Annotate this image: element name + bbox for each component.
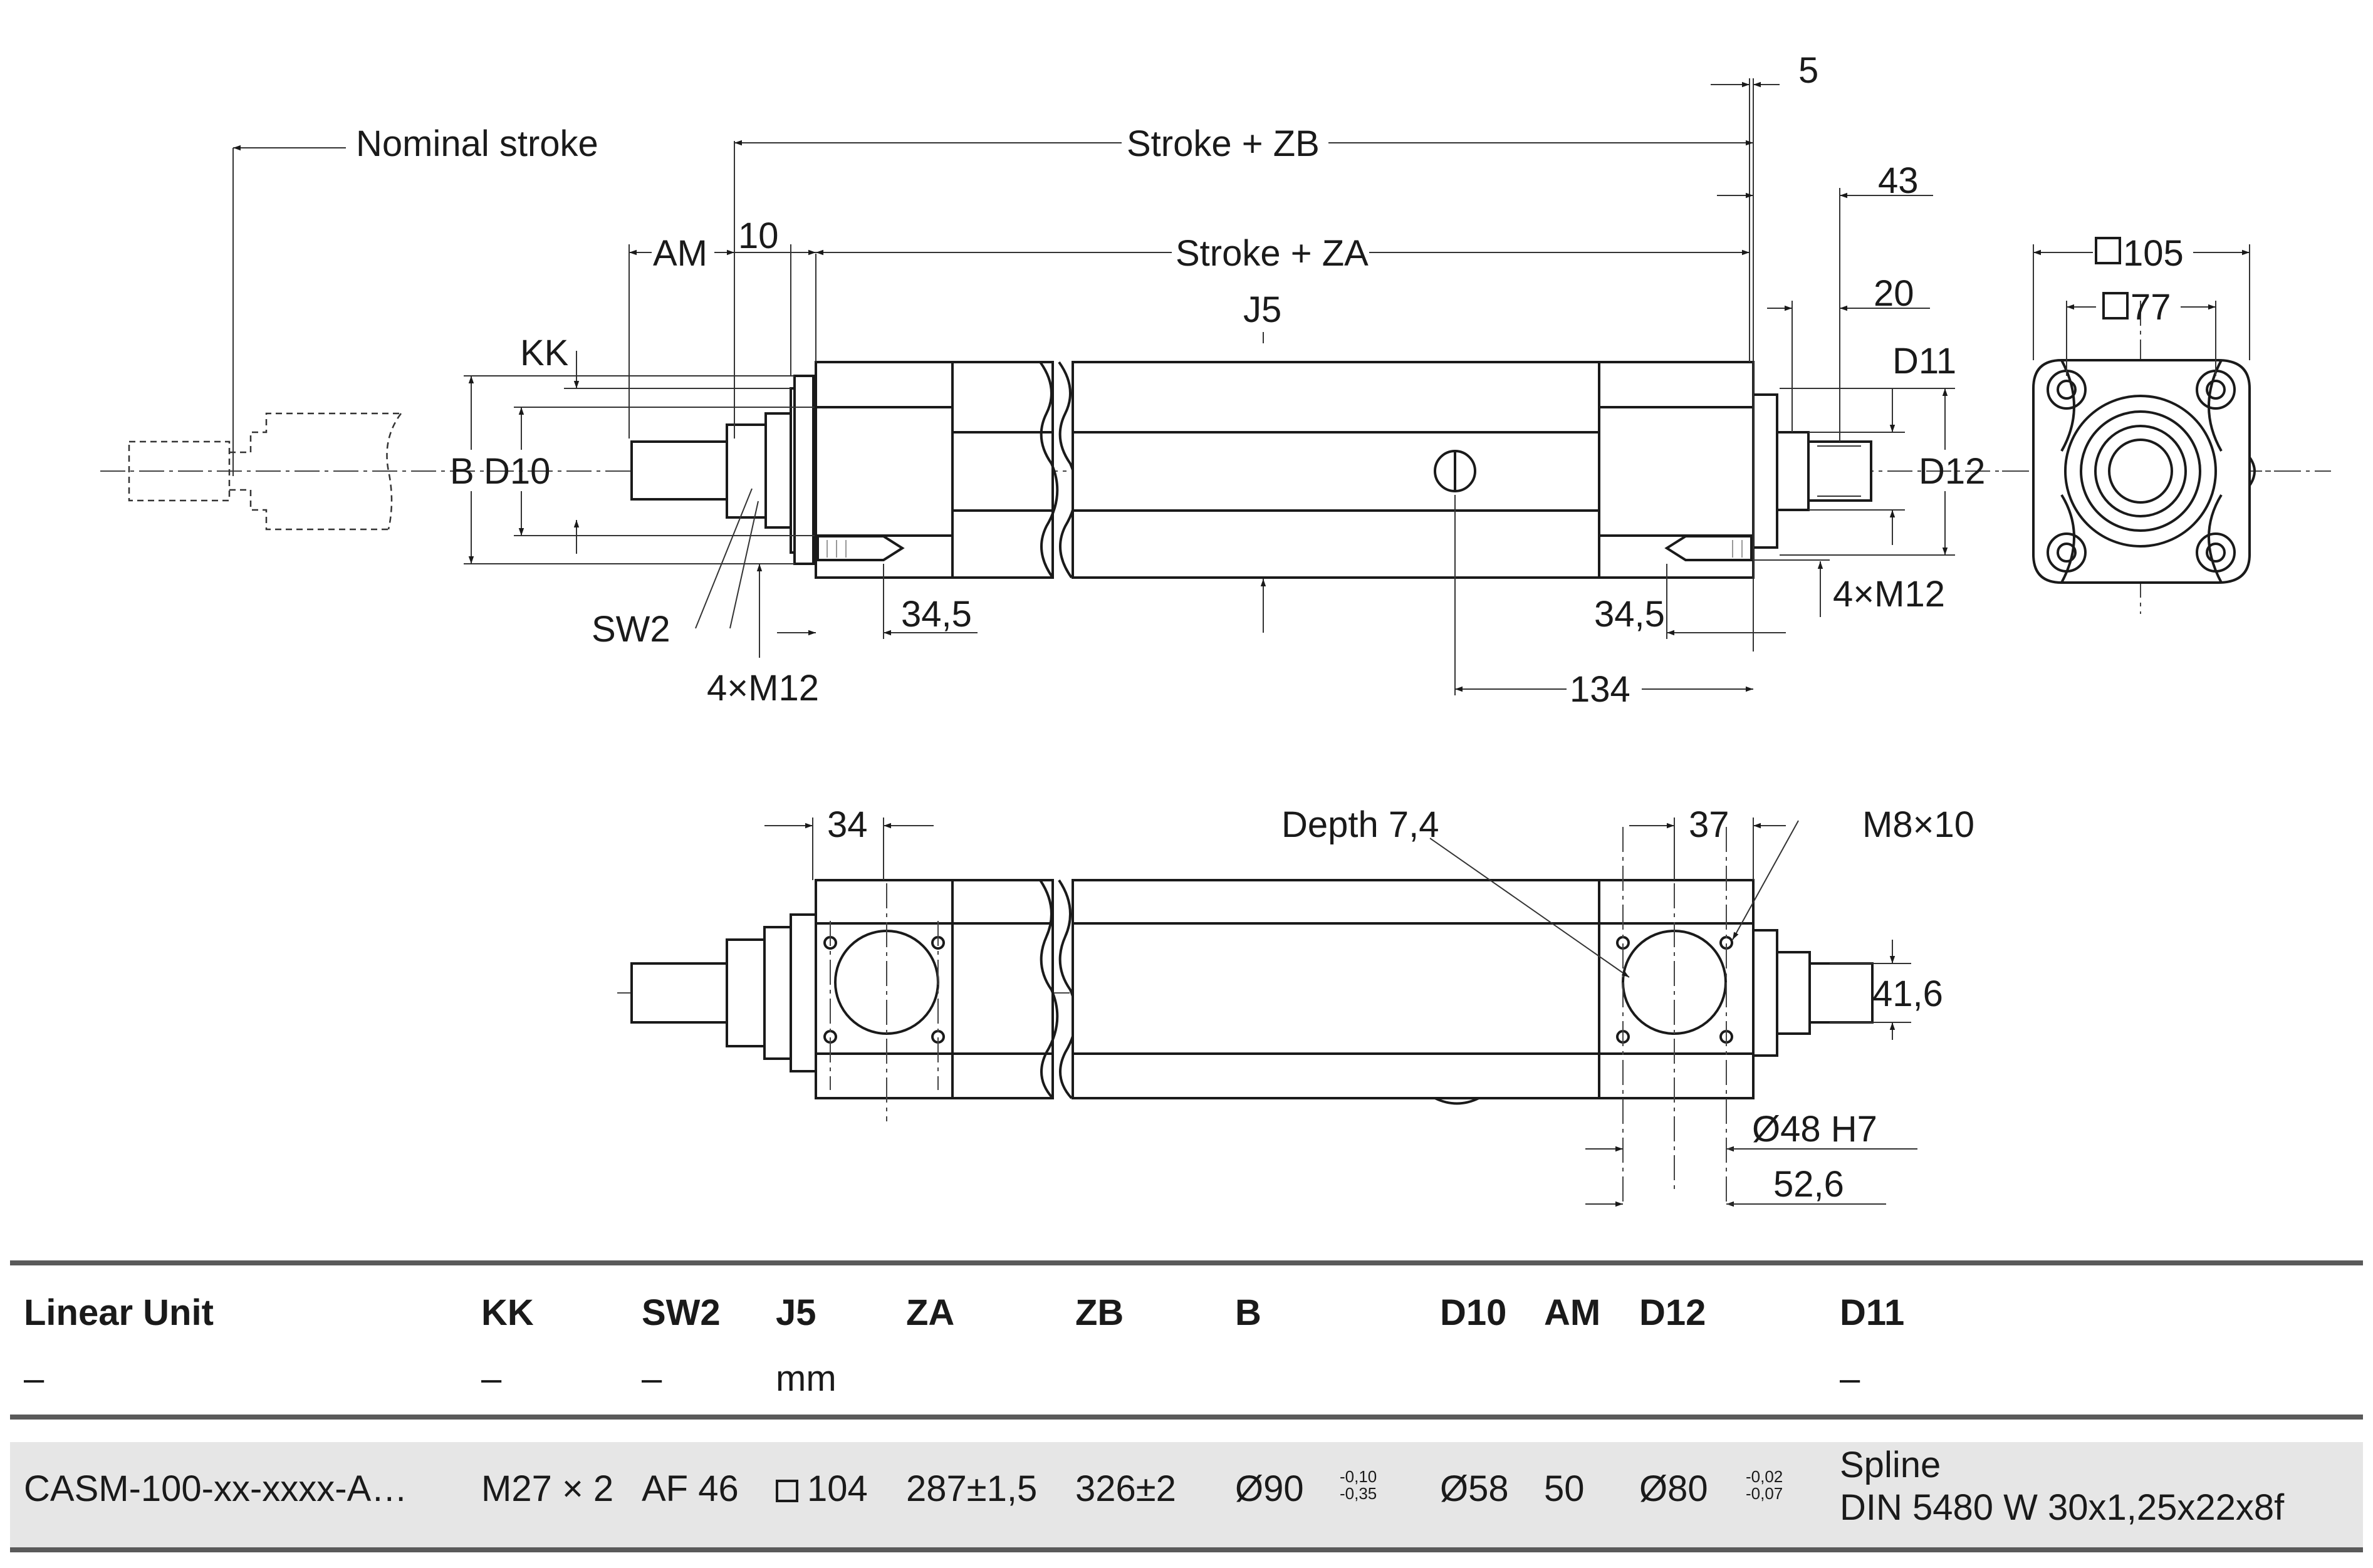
label-sq77: 77 <box>2130 287 2171 328</box>
label-stroke-zb: Stroke + ZB <box>1127 123 1320 164</box>
col-header-sw2: SW2 <box>642 1292 721 1333</box>
cell-linear-unit: CASM-100-xx-xxxx-A… <box>24 1468 408 1509</box>
cell-d12: Ø80 <box>1639 1468 1708 1509</box>
unit-sw2: – <box>642 1358 662 1399</box>
label-sw2: SW2 <box>592 609 670 650</box>
cell-b-tolerance: -0,10 -0,35 <box>1340 1468 1377 1503</box>
unit-j5: mm <box>776 1358 837 1399</box>
label-34-5-right: 34,5 <box>1594 594 1665 635</box>
label-134: 134 <box>1570 669 1630 710</box>
table-rule-bottom <box>10 1547 2363 1552</box>
col-header-linear-unit: Linear Unit <box>24 1292 214 1333</box>
label-37: 37 <box>1689 804 1729 845</box>
label-20: 20 <box>1874 273 1914 314</box>
b-tol-lower: -0,35 <box>1340 1484 1377 1503</box>
cell-am: 50 <box>1544 1468 1585 1509</box>
top-view <box>617 818 1917 1207</box>
nominal-stroke-ghost <box>128 148 402 531</box>
label-10: 10 <box>738 215 779 256</box>
label-j5: J5 <box>1243 289 1281 330</box>
label-4xm12-right: 4×M12 <box>1833 574 1945 615</box>
b-tol-upper: -0,10 <box>1340 1467 1377 1486</box>
label-stroke-za: Stroke + ZA <box>1176 233 1369 274</box>
label-am: AM <box>653 233 707 274</box>
label-34: 34 <box>827 804 868 845</box>
label-41-6: 41,6 <box>1872 974 1943 1014</box>
square-symbol-77 <box>2102 292 2129 319</box>
col-header-am: AM <box>1544 1292 1601 1333</box>
technical-drawing: Nominal stroke Stroke + ZB Stroke + ZA A… <box>100 50 2331 1207</box>
table-rule-mid <box>10 1415 2363 1420</box>
cell-d10: Ø58 <box>1440 1468 1509 1509</box>
label-m8: M8×10 <box>1862 804 1974 845</box>
label-sq105: 105 <box>2123 233 2184 274</box>
col-header-b: B <box>1235 1292 1261 1333</box>
label-dia48: Ø48 H7 <box>1752 1109 1877 1150</box>
table-rule-top <box>10 1260 2363 1265</box>
col-header-za: ZA <box>906 1292 955 1333</box>
cell-j5: 104 <box>776 1471 868 1507</box>
square-symbol-105 <box>2095 237 2121 264</box>
d12-tol-lower: -0,07 <box>1746 1484 1783 1503</box>
cell-sw2: AF 46 <box>642 1468 739 1509</box>
cell-d11-line2: DIN 5480 W 30x1,25x22x8f <box>1840 1487 2285 1528</box>
cell-d11-line1: Spline <box>1840 1445 1941 1485</box>
label-kk: KK <box>520 333 569 373</box>
label-34-5-left: 34,5 <box>901 594 972 635</box>
table-row <box>10 1442 2363 1547</box>
col-header-d12: D12 <box>1639 1292 1706 1333</box>
label-4xm12-left: 4×M12 <box>707 668 819 709</box>
label-b: B <box>450 451 474 492</box>
label-d10: D10 <box>484 451 550 492</box>
label-nominal-stroke: Nominal stroke <box>356 123 598 164</box>
cell-j5-value: 104 <box>807 1468 868 1509</box>
col-header-zb: ZB <box>1075 1292 1124 1333</box>
label-depth: Depth 7,4 <box>1281 804 1439 845</box>
unit-kk: – <box>481 1358 502 1399</box>
end-view <box>2002 237 2281 614</box>
dimension-table: Linear Unit KK SW2 J5 ZA ZB B D10 AM D12… <box>10 1260 2363 1552</box>
cell-za: 287±1,5 <box>906 1468 1038 1509</box>
col-header-d11: D11 <box>1840 1292 1905 1333</box>
col-header-kk: KK <box>481 1292 534 1333</box>
label-d11: D11 <box>1892 341 1956 382</box>
d12-tol-upper: -0,02 <box>1746 1467 1783 1486</box>
col-header-j5: J5 <box>776 1292 816 1333</box>
cell-d12-tolerance: -0,02 -0,07 <box>1746 1468 1783 1503</box>
unit-d11: – <box>1840 1358 1860 1399</box>
col-header-d10: D10 <box>1440 1292 1507 1333</box>
label-43: 43 <box>1878 160 1919 201</box>
label-d12: D12 <box>1919 451 1985 492</box>
unit-linear-unit: – <box>24 1358 44 1399</box>
label-52-6: 52,6 <box>1773 1164 1844 1205</box>
cell-kk: M27 × 2 <box>481 1468 614 1509</box>
cell-b: Ø90 <box>1235 1468 1304 1509</box>
square-icon <box>776 1480 798 1502</box>
cell-zb: 326±2 <box>1075 1468 1176 1509</box>
dimension-labels: Nominal stroke Stroke + ZB Stroke + ZA A… <box>351 50 2184 1205</box>
side-view <box>100 78 2331 695</box>
label-5: 5 <box>1798 50 1818 91</box>
